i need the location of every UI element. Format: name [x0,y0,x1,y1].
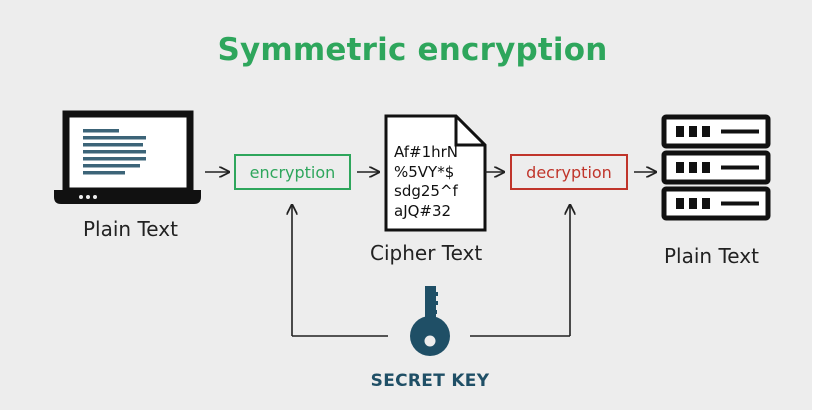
cipher-line: aJQ#32 [394,201,452,220]
cipher-text-content: Af#1hrN %5VY*$ sdg25^f aJQ#32 [394,143,478,221]
cipher-line: sdg25^f [394,182,458,200]
diagram-title: Symmetric encryption [217,32,608,68]
plain-text-right-label: Plain Text [664,244,759,268]
plain-text-left-label: Plain Text [83,217,178,241]
laptop-icon [54,110,201,204]
secret-key-label: SECRET KEY [370,371,490,391]
decryption-box: decryption [510,154,628,190]
cipher-line: %5VY*$ [394,162,455,181]
key-icon [410,286,450,356]
server-icon [661,114,771,221]
cipher-text-label: Cipher Text [370,241,483,265]
document-icon [384,114,487,232]
encryption-box: encryption [234,154,351,190]
diagram-canvas: Symmetric encryption [0,0,812,410]
cipher-line: Af#1hrN [394,143,459,161]
